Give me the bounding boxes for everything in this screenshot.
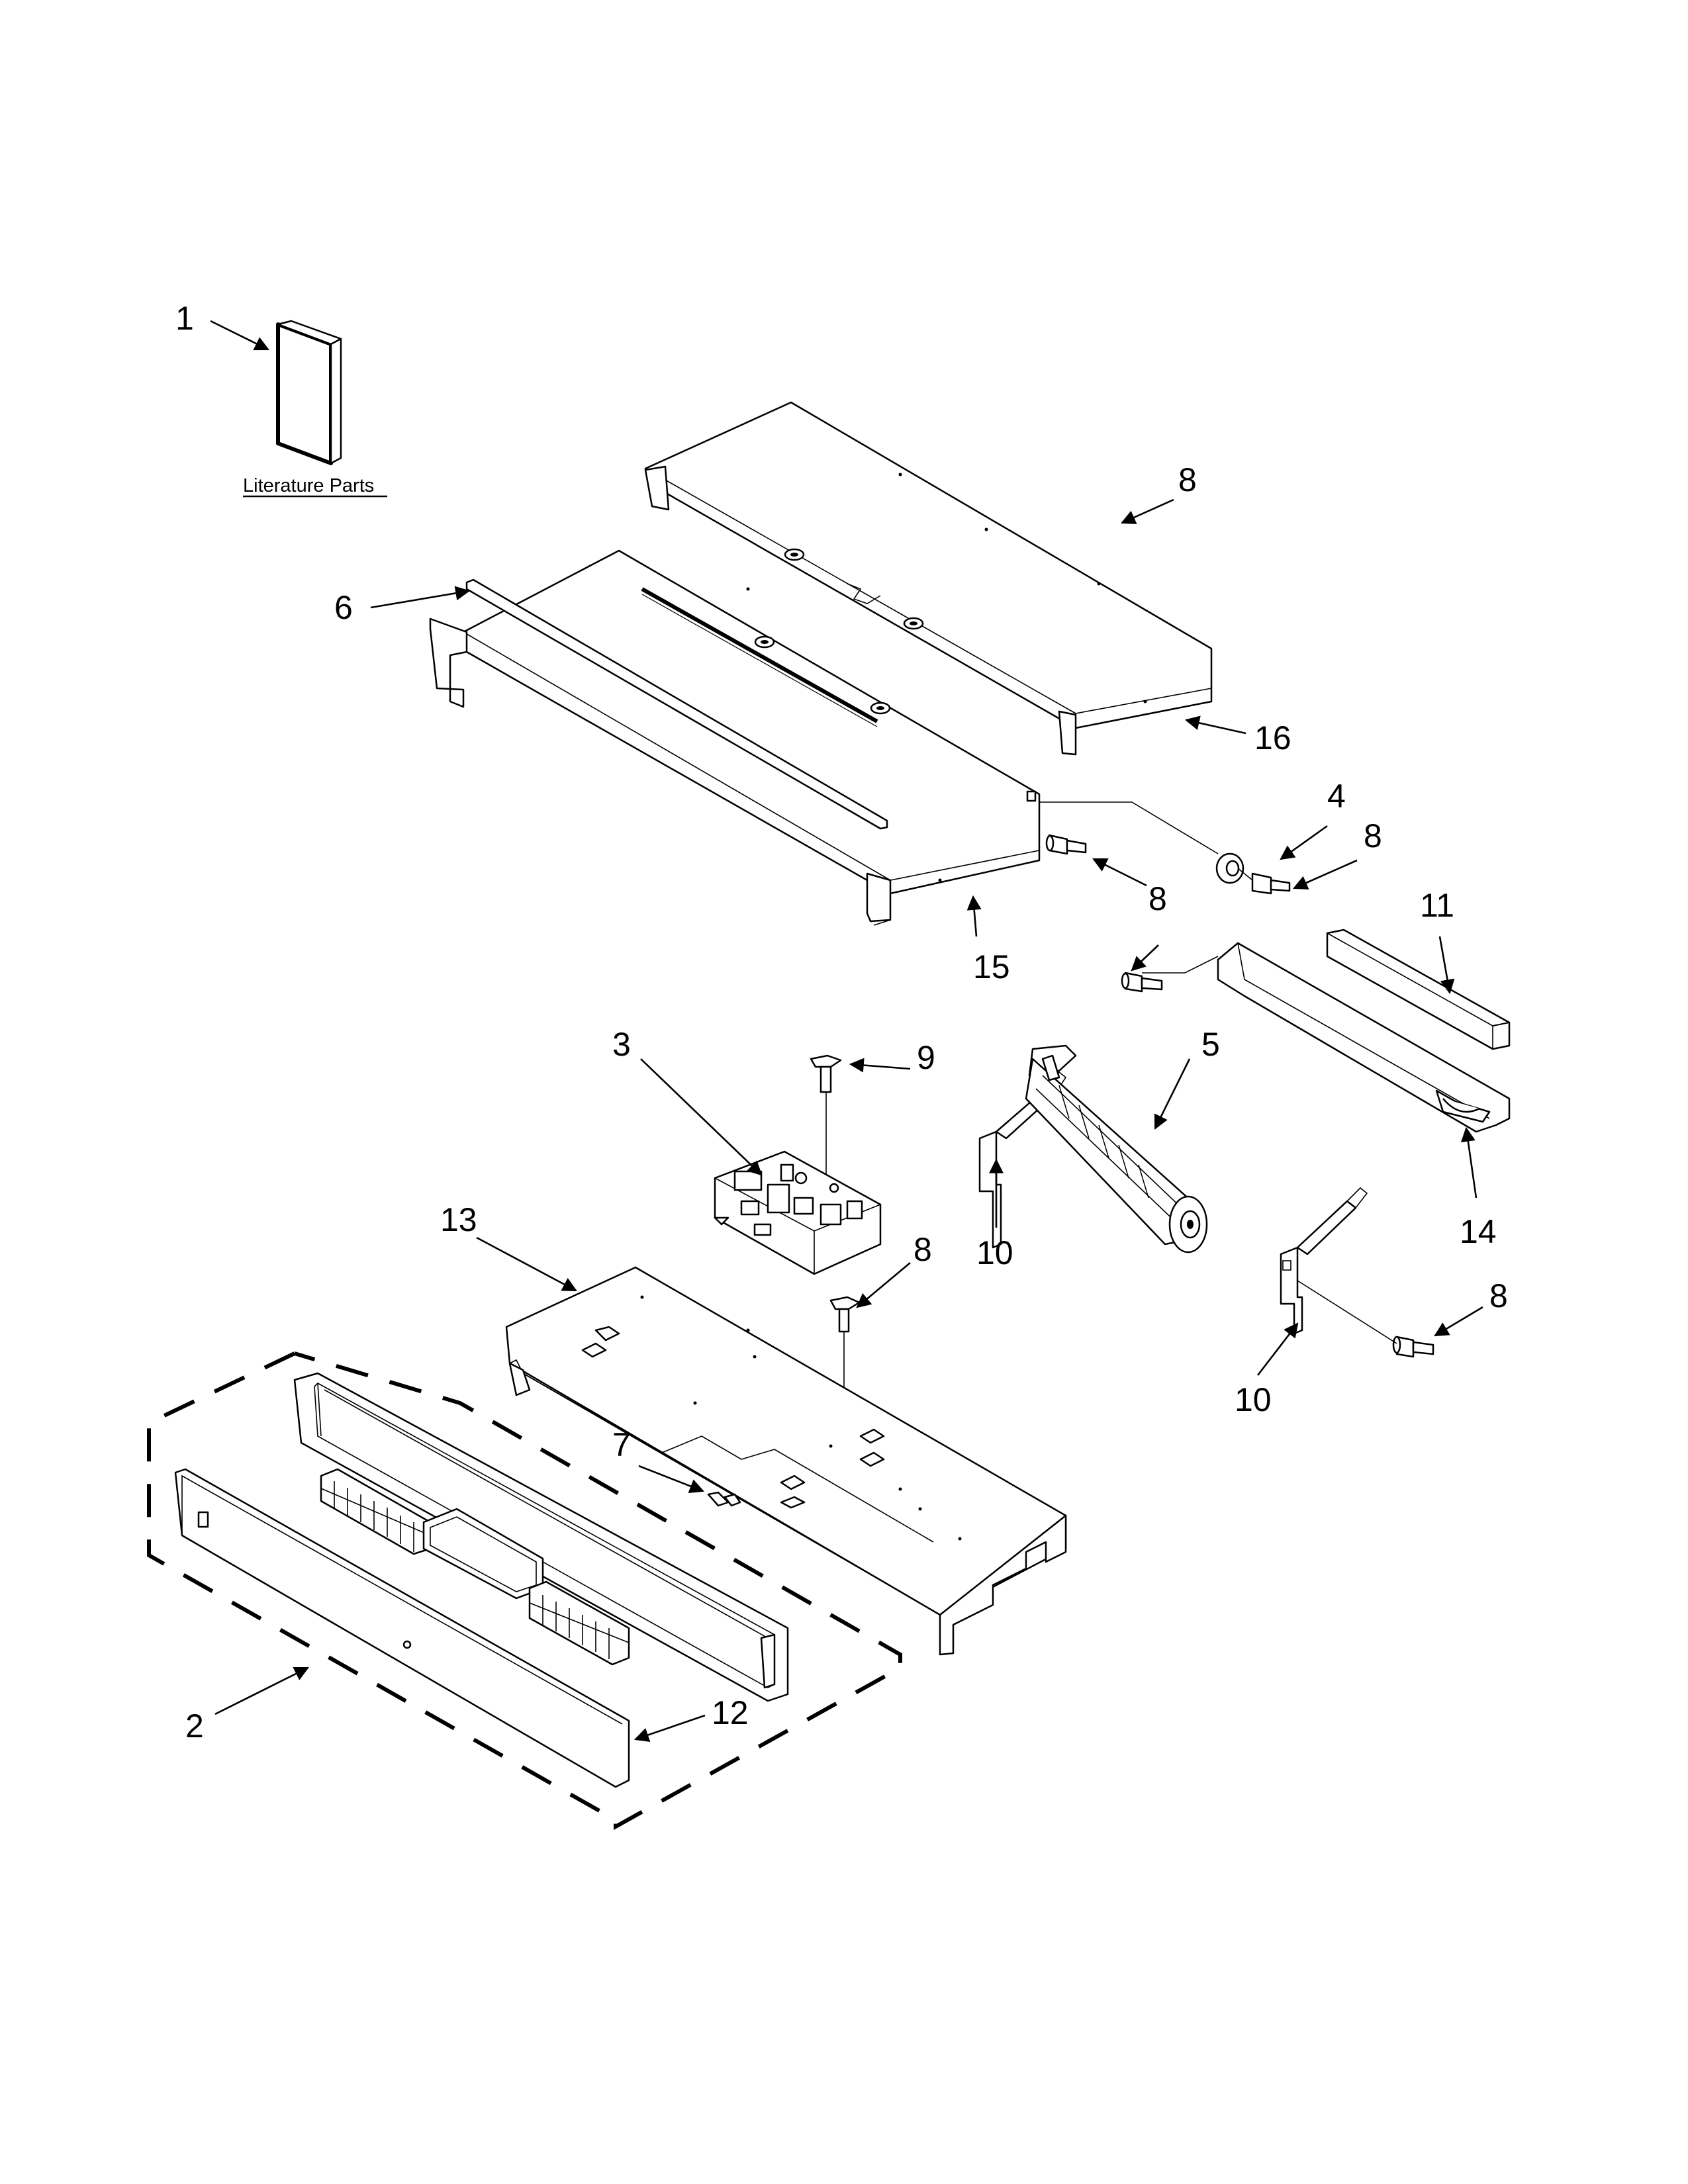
front-top-cover-panel[interactable] bbox=[429, 549, 1041, 926]
control-panel-chassis[interactable] bbox=[505, 1266, 1067, 1656]
callout-8-top: 8 bbox=[1178, 461, 1197, 498]
literature-parts-booklet[interactable] bbox=[276, 320, 342, 465]
callout-5: 5 bbox=[1201, 1026, 1220, 1063]
control-console-frame[interactable] bbox=[293, 1372, 789, 1702]
leader-screw-bracket bbox=[1142, 956, 1219, 974]
callout-8-spacer: 8 bbox=[1364, 817, 1382, 854]
callout-7: 7 bbox=[612, 1426, 631, 1463]
control-panel-face[interactable] bbox=[174, 1468, 630, 1788]
callout-2: 2 bbox=[185, 1707, 204, 1745]
leader-panel-to-spacer bbox=[1039, 801, 1219, 854]
callout-11: 11 bbox=[1420, 887, 1454, 924]
right-hinge-bracket[interactable] bbox=[1280, 1187, 1368, 1335]
electronic-control-board[interactable] bbox=[714, 1150, 882, 1275]
screw-bracket-side[interactable] bbox=[1121, 972, 1163, 993]
cooling-fan-blower[interactable] bbox=[1025, 1044, 1208, 1253]
right-keypad-grid bbox=[528, 1580, 630, 1666]
literature-label-group: Literature Parts bbox=[243, 475, 387, 498]
callout-4: 4 bbox=[1327, 778, 1346, 815]
callout-6: 6 bbox=[334, 589, 353, 626]
callout-15: 15 bbox=[973, 948, 1010, 985]
callout-8-panel: 8 bbox=[1149, 880, 1167, 917]
screw-panel-side[interactable] bbox=[1045, 834, 1087, 855]
callout-13: 13 bbox=[440, 1201, 477, 1238]
control-panel-assembly-boundary bbox=[147, 1351, 902, 1831]
callout-8-hinge: 8 bbox=[1489, 1277, 1508, 1314]
callout-1: 1 bbox=[175, 300, 194, 337]
callout-8-chassis: 8 bbox=[914, 1231, 932, 1268]
spacer-washer[interactable] bbox=[1215, 852, 1244, 884]
callout-10-left: 10 bbox=[976, 1234, 1013, 1271]
screw-control-board[interactable] bbox=[810, 1054, 842, 1093]
callout-10-right: 10 bbox=[1235, 1381, 1272, 1418]
side-mounting-bracket[interactable] bbox=[1217, 942, 1511, 1133]
literature-parts-label: Literature Parts bbox=[243, 475, 374, 496]
callout-16: 16 bbox=[1254, 719, 1291, 756]
screw-chassis-top[interactable] bbox=[829, 1296, 861, 1333]
screw-spacer[interactable] bbox=[1251, 872, 1291, 895]
callout-14: 14 bbox=[1460, 1213, 1497, 1250]
side-insulation-strip[interactable] bbox=[1326, 929, 1511, 1050]
callout-9: 9 bbox=[917, 1039, 935, 1076]
callout-12: 12 bbox=[712, 1694, 749, 1731]
callout-leaders bbox=[210, 320, 1483, 1742]
callout-numbers: 1 6 8 16 15 4 8 8 11 9 3 5 10 14 13 8 8 … bbox=[175, 300, 1508, 1745]
wire-harness-clip[interactable] bbox=[707, 1491, 741, 1507]
screw-right-hinge[interactable] bbox=[1392, 1336, 1434, 1358]
callout-3: 3 bbox=[612, 1026, 631, 1063]
rear-top-cover-panel[interactable] bbox=[644, 401, 1213, 756]
